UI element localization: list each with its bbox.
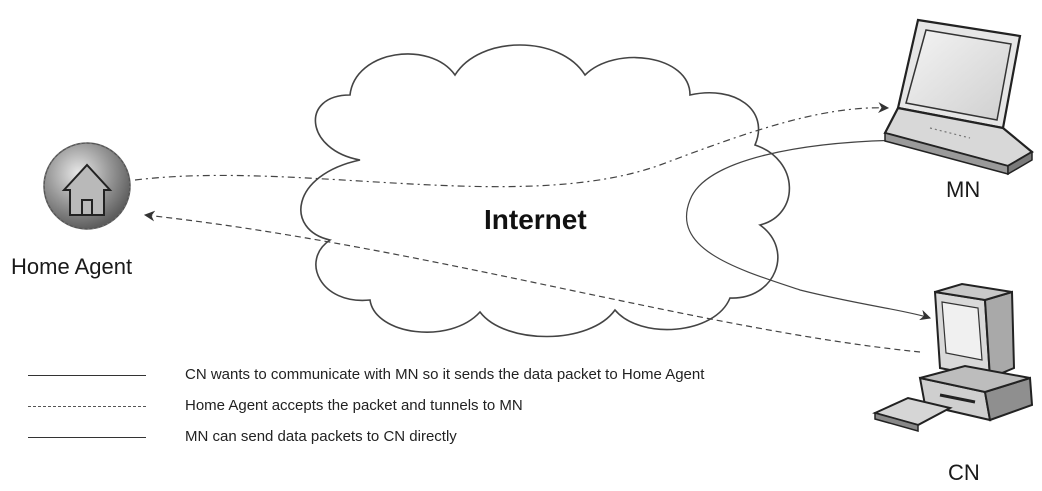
home-agent-icon: [43, 142, 131, 230]
legend-row: MN can send data packets to CN directly: [28, 428, 908, 448]
cn-to-ha-path: [143, 210, 921, 353]
legend-text: CN wants to communicate with MN so it se…: [185, 366, 705, 383]
mn-label: MN: [946, 177, 981, 202]
legend-text: MN can send data packets to CN directly: [185, 428, 457, 445]
tunnel-ha-to-mn: [134, 102, 890, 188]
mn-to-cn-direct: [686, 139, 932, 321]
legend-row: CN wants to communicate with MN so it se…: [28, 366, 908, 386]
internet-cloud-icon: [300, 44, 791, 338]
mn-laptop-icon: [883, 18, 1034, 176]
cn-label: CN: [948, 460, 980, 485]
cn-desktop-icon: [872, 282, 1034, 432]
legend-text: Home Agent accepts the packet and tunnel…: [185, 397, 523, 414]
legend-solid-line: [28, 437, 146, 438]
connection-lines: [134, 102, 932, 353]
legend-solid-line: [28, 375, 146, 376]
internet-label: Internet: [484, 204, 587, 235]
legend-dashed-line: [28, 406, 146, 407]
home-agent-label: Home Agent: [11, 254, 133, 279]
legend-row: Home Agent accepts the packet and tunnel…: [28, 397, 908, 417]
